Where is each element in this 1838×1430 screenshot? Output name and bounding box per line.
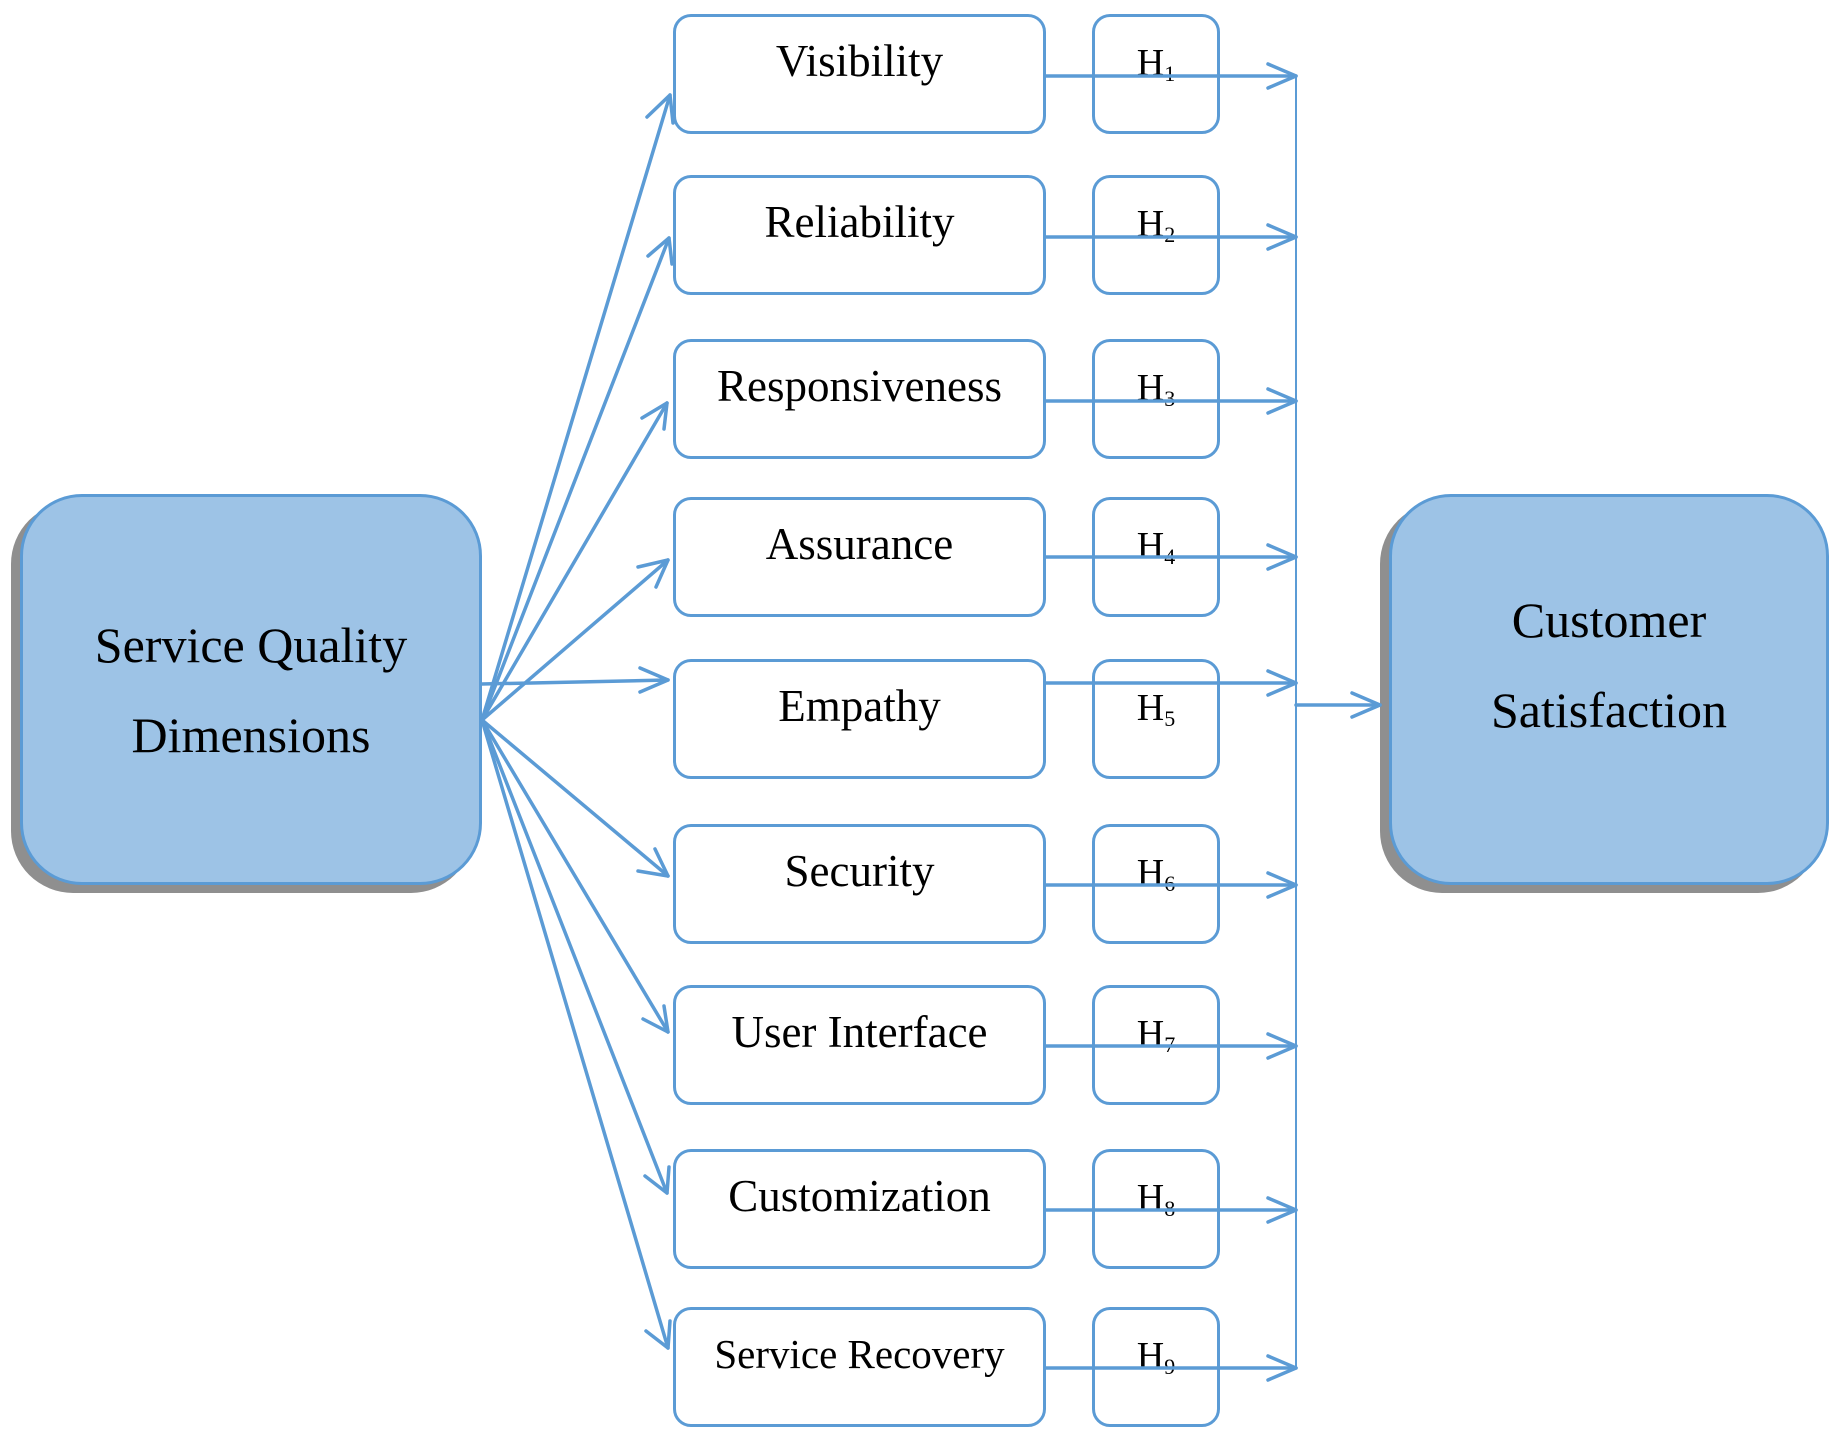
hypothesis-letter: H xyxy=(1136,1177,1165,1219)
hypothesis-arrow-h2 xyxy=(1044,223,1298,251)
dimension-label: Assurance xyxy=(765,519,954,569)
fan-arrow-user-interface xyxy=(480,718,670,1034)
dimension-label: Customization xyxy=(728,1171,991,1221)
hypothesis-subscript: 1 xyxy=(1164,61,1176,86)
hypothesis-letter: H xyxy=(1136,1013,1165,1055)
hypothesis-letter: H xyxy=(1136,687,1165,729)
hypothesis-subscript: 5 xyxy=(1164,706,1176,731)
dimension-box-security: Security xyxy=(673,824,1046,944)
dimension-box-visibility: Visibility xyxy=(673,14,1046,134)
customer-satisfaction-box: Customer Satisfaction xyxy=(1389,494,1829,885)
dimension-label: Security xyxy=(784,846,935,896)
dimension-box-reliability: Reliability xyxy=(673,175,1046,295)
hypothesis-letter: H xyxy=(1136,1335,1165,1377)
hypothesis-arrow-h9 xyxy=(1044,1354,1298,1382)
hypothesis-arrow-h5 xyxy=(1044,669,1298,697)
satisfaction-arrow xyxy=(1294,691,1382,719)
hypothesis-box-h5: H5 xyxy=(1092,659,1220,779)
service-quality-dimensions-box: Service Quality Dimensions xyxy=(20,494,482,885)
fan-arrow-reliability xyxy=(480,236,674,722)
dimension-label: Service Recovery xyxy=(714,1331,1005,1377)
hypothesis-subscript: 3 xyxy=(1164,386,1176,411)
source-label-line-1: Service Quality xyxy=(94,616,408,673)
dimension-box-responsiveness: Responsiveness xyxy=(673,339,1046,459)
fan-arrow-security xyxy=(480,718,670,878)
dimension-label: Visibility xyxy=(775,36,944,86)
hypothesis-arrow-h6 xyxy=(1044,871,1298,899)
hypothesis-letter: H xyxy=(1136,525,1165,567)
target-label-line-2: Satisfaction xyxy=(1490,681,1728,738)
dimension-label: Responsiveness xyxy=(717,361,1002,411)
hypothesis-arrow-h4 xyxy=(1044,543,1298,571)
hypothesis-arrow-h8 xyxy=(1044,1196,1298,1224)
dimension-box-user-interface: User Interface xyxy=(673,985,1046,1105)
fan-arrow-service-recovery xyxy=(480,718,672,1350)
dimension-box-service-recovery: Service Recovery xyxy=(673,1307,1046,1427)
dimension-box-assurance: Assurance xyxy=(673,497,1046,617)
dimension-box-empathy: Empathy xyxy=(673,659,1046,779)
source-label-line-2: Dimensions xyxy=(131,706,371,763)
hypothesis-label: H5 xyxy=(1137,686,1175,730)
hypothesis-arrow-h3 xyxy=(1044,387,1298,415)
fan-arrow-customization xyxy=(480,718,671,1195)
dimension-box-customization: Customization xyxy=(673,1149,1046,1269)
hypothesis-letter: H xyxy=(1136,852,1165,894)
fan-arrow-empathy xyxy=(480,666,670,694)
fan-arrow-assurance xyxy=(480,558,670,722)
dimension-label: Empathy xyxy=(778,681,941,731)
fan-arrow-visibility xyxy=(480,93,675,722)
fan-arrow-responsiveness xyxy=(480,401,669,722)
hypothesis-arrow-h1 xyxy=(1044,62,1298,90)
dimension-label: Reliability xyxy=(764,197,955,247)
dimension-label: User Interface xyxy=(731,1007,988,1057)
hypothesis-arrow-h7 xyxy=(1044,1032,1298,1060)
hypothesis-subscript: 2 xyxy=(1164,222,1176,247)
target-label-line-1: Customer xyxy=(1511,591,1707,648)
